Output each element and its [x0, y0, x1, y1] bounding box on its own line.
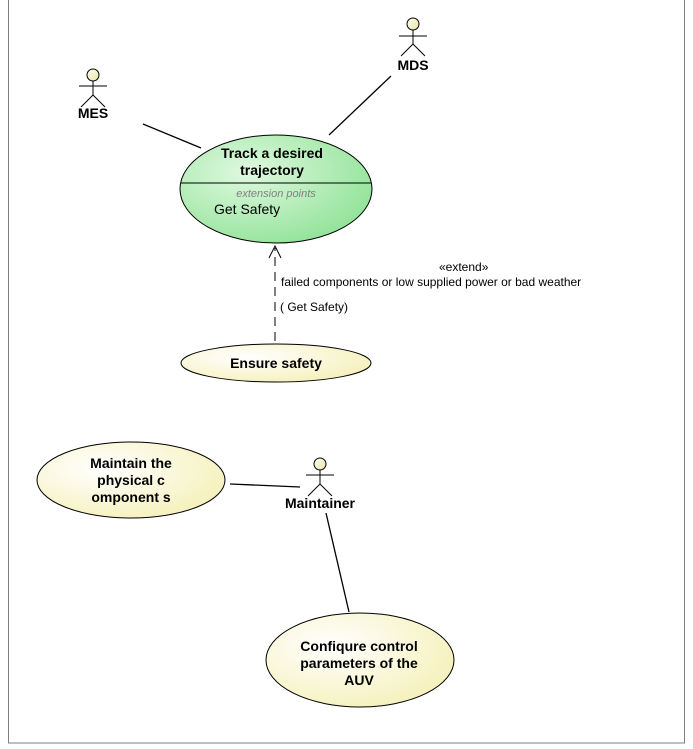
association-mes-track	[142, 123, 202, 149]
extend-condition: failed components or low supplied power …	[281, 275, 581, 289]
association-maintainer-configure	[325, 512, 350, 613]
actor-stick-figure-icon	[79, 68, 107, 108]
extend-stereotype: «extend»	[439, 260, 489, 274]
use-case-configure-parameters[interactable]: Confiqure control parameters of the AUV	[265, 612, 455, 708]
actor-maintainer[interactable]: Maintainer	[285, 457, 356, 511]
association-mds-track	[328, 75, 392, 136]
use-case-configure-line3: AUV	[344, 672, 374, 688]
association-maintainer-maintain	[229, 483, 301, 488]
actor-maintainer-label: Maintainer	[285, 495, 356, 511]
actor-mes[interactable]: MES	[78, 68, 108, 121]
actor-mds[interactable]: MDS	[397, 17, 429, 73]
use-case-ensure-safety-label: Ensure safety	[230, 355, 322, 371]
extension-point-get-safety: Get Safety	[214, 201, 280, 217]
actor-mes-label: MES	[78, 105, 108, 121]
extend-arrowhead	[268, 244, 282, 259]
actor-stick-figure-icon	[399, 17, 427, 57]
use-case-maintain-components[interactable]: Maintain the physical c omponent s	[36, 441, 226, 519]
use-case-ensure-safety[interactable]: Ensure safety	[180, 343, 372, 383]
extension-points-header: extension points	[236, 188, 316, 200]
use-case-maintain-line3: omponent s	[91, 489, 171, 505]
use-case-maintain-line1: Maintain the	[90, 455, 172, 471]
actor-stick-figure-icon	[306, 457, 334, 497]
diagram-frame	[8, 0, 685, 744]
use-case-configure-line1: Confiqure control	[300, 638, 417, 654]
extend-extension-ref: ( Get Safety)	[280, 300, 348, 314]
use-case-track-title-line1: Track a desired	[221, 145, 323, 161]
use-case-track-title-line2: trajectory	[240, 162, 304, 178]
actor-mds-label: MDS	[397, 57, 428, 73]
use-case-configure-line2: parameters of the	[300, 655, 418, 671]
use-case-track-trajectory[interactable]: Track a desired trajectory extension poi…	[179, 134, 373, 244]
use-case-maintain-line2: physical c	[97, 472, 165, 488]
